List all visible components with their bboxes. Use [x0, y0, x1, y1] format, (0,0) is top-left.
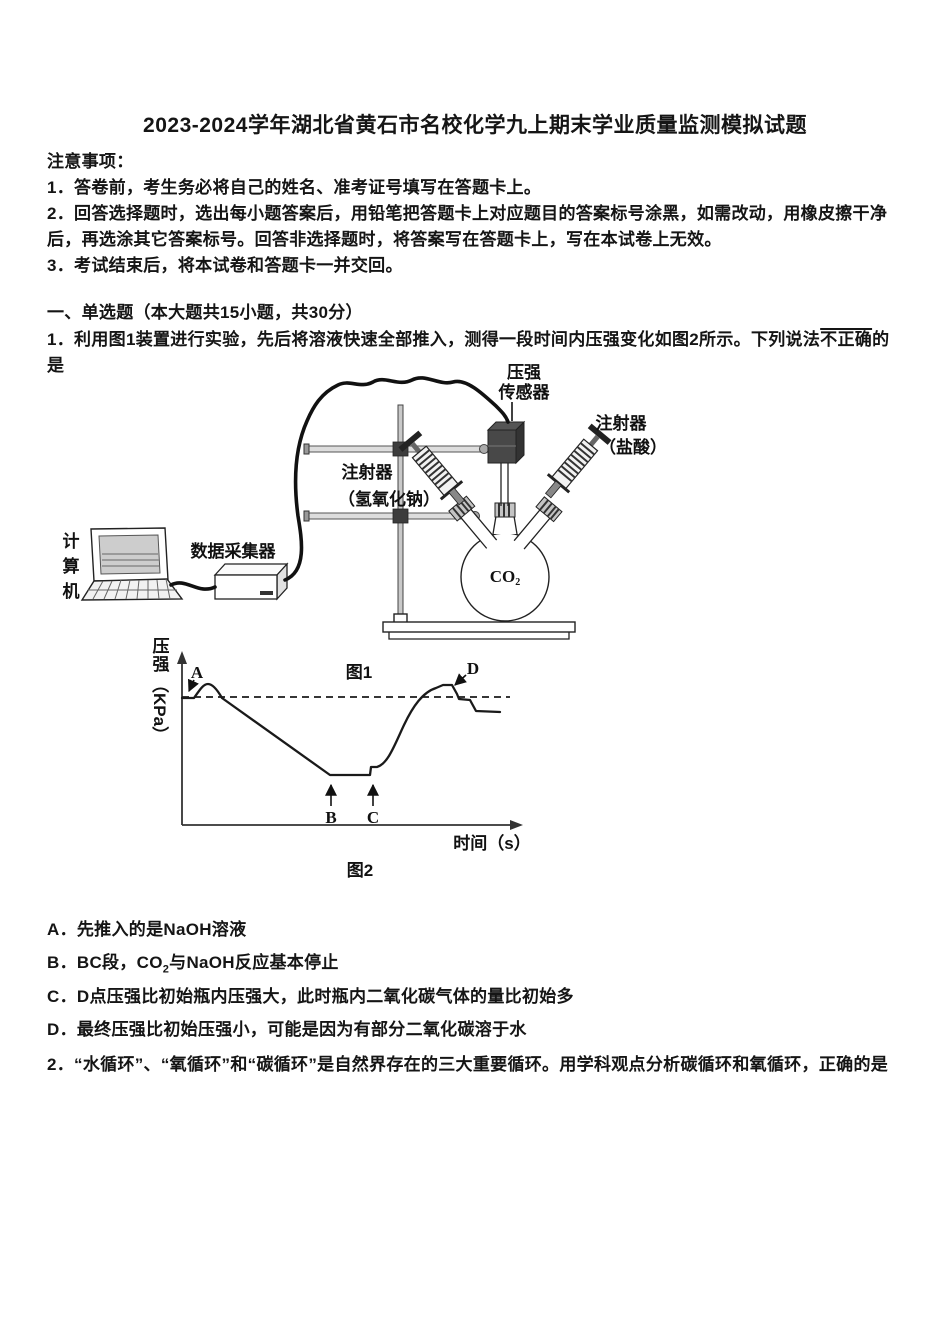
computer-label-char2: 算 [62, 556, 80, 576]
question-1: 1．利用图1装置进行实验，先后将溶液快速全部推入，测得一段时间内压强变化如图2所… [47, 327, 905, 379]
fig2-caption: 图2 [347, 861, 373, 880]
notice-item-3: 3．考试结束后，将本试卷和答题卡一并交回。 [47, 256, 403, 275]
point-b-label: B [325, 808, 336, 827]
fig1-caption: 图1 [346, 663, 372, 682]
flask-gas-label: CO2 [490, 567, 521, 588]
y-axis-arrow [177, 651, 187, 664]
syringe-hcl-sublabel: （盐酸） [599, 437, 667, 457]
option-c: C．D点压强比初始瓶内压强大，此时瓶内二氧化碳气体的量比初始多 [47, 987, 574, 1006]
question-1-text: 1．利用图1装置进行实验，先后将溶液快速全部推入，测得一段时间内压强变化如图2所… [47, 330, 821, 349]
figure-apparatus-and-graph: CO2 [62, 363, 668, 880]
section-heading: 一、单选题（本大题共15小题，共30分） [47, 303, 363, 322]
option-d: D．最终压强比初始压强小，可能是因为有部分二氧化碳溶于水 [47, 1020, 527, 1039]
option-b-text-rest: 与NaOH反应基本停止 [169, 953, 339, 972]
syringe-hcl [544, 423, 612, 499]
y-axis-unit-label: （KPa） [150, 676, 170, 743]
point-d-arrow [454, 673, 468, 686]
question-2: 2．“水循环”、“氧循环”和“碳循环”是自然界存在的三大重要循环。用学科观点分析… [47, 1055, 889, 1074]
data-collector-label: 数据采集器 [191, 541, 277, 561]
syringe-hcl-label: 注射器 [596, 413, 648, 433]
x-axis-label: 时间（s） [453, 833, 530, 853]
syringe-naoh [398, 430, 466, 506]
computer-label-char1: 计 [63, 531, 80, 551]
point-a-arrow [188, 678, 199, 693]
syringe-naoh-label: 注射器 [342, 462, 394, 482]
x-axis-arrow [510, 820, 523, 830]
data-collector [213, 562, 289, 601]
question-1-emphasis: 不正确 [820, 330, 873, 349]
notice-item-2: 2．回答选择题时，选出每小题答案后，用铅笔把答题卡上对应题目的答案标号涂黑，如需… [47, 204, 888, 249]
point-d-label: D [467, 659, 479, 678]
notice-heading: 注意事项： [47, 152, 134, 171]
pressure-time-graph: A B C D 压 强 （KPa） 时间（s） 图2 [150, 637, 531, 880]
option-b: B．BC段，CO2与NaOH反应基本停止 [47, 950, 905, 982]
option-b-subscript: 2 [162, 963, 170, 976]
pressure-curve [180, 682, 502, 777]
pressure-sensor-label-line1: 压强 [507, 363, 541, 382]
sensor-cable [283, 376, 510, 582]
syringe-naoh-sublabel: （氢氧化钠） [338, 489, 440, 509]
y-axis-label-char1: 压 [153, 637, 170, 656]
y-axis-label-char2: 强 [153, 655, 170, 674]
question-1-suffix: 的是 [47, 330, 890, 375]
computer-label-char3: 机 [63, 581, 80, 601]
page-title: 2023-2024学年湖北省黄石市名校化学九上期末学业质量监测模拟试题 [143, 114, 807, 137]
option-a: A．先推入的是NaOH溶液 [47, 920, 247, 939]
point-a-label: A [191, 663, 204, 682]
option-b-text: B．BC段，CO [47, 953, 163, 972]
pressure-sensor [486, 402, 526, 506]
laptop-collector-cable [169, 581, 217, 591]
point-c-label: C [367, 808, 379, 827]
notice-item-1: 1．答卷前，考生务必将自己的姓名、准考证号填写在答题卡上。 [47, 178, 542, 197]
clamp-bar-upper [303, 441, 489, 457]
laptop-computer [80, 527, 184, 601]
pressure-sensor-label-line2: 传感器 [498, 382, 551, 402]
flask: CO2 [448, 495, 563, 622]
